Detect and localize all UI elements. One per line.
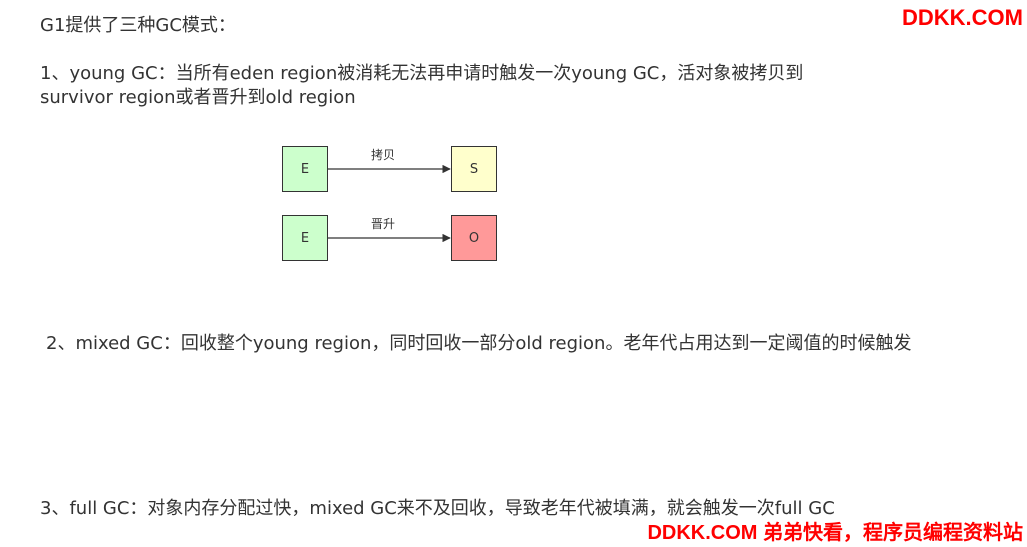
full-gc-text: 3、full GC：对象内存分配过快，mixed GC来不及回收，导致老年代被填…: [40, 498, 835, 519]
watermark-top: DDKK.COM: [902, 5, 1023, 30]
old-region-box: O: [451, 215, 497, 261]
promote-label: 晋升: [371, 217, 396, 231]
region-diagram: E 拷贝 S E 晋升 O: [270, 130, 520, 280]
eden-region-box-1: E: [282, 146, 328, 192]
eden-region-box-2: E: [282, 215, 328, 261]
young-gc-text-line2: survivor region或者晋升到old region: [40, 87, 356, 108]
young-gc-text-line1: 1、young GC：当所有eden region被消耗无法再申请时触发一次yo…: [40, 63, 804, 84]
survivor-region-box: S: [451, 146, 497, 192]
diagram-arrows: [328, 164, 451, 243]
watermark-bottom: DDKK.COM 弟弟快看，程序员编程资料站: [647, 522, 1023, 544]
mixed-gc-text: 2、mixed GC：回收整个young region，同时回收一部分old r…: [46, 333, 912, 354]
copy-label: 拷贝: [371, 148, 396, 162]
intro-text: G1提供了三种GC模式：: [40, 15, 236, 36]
